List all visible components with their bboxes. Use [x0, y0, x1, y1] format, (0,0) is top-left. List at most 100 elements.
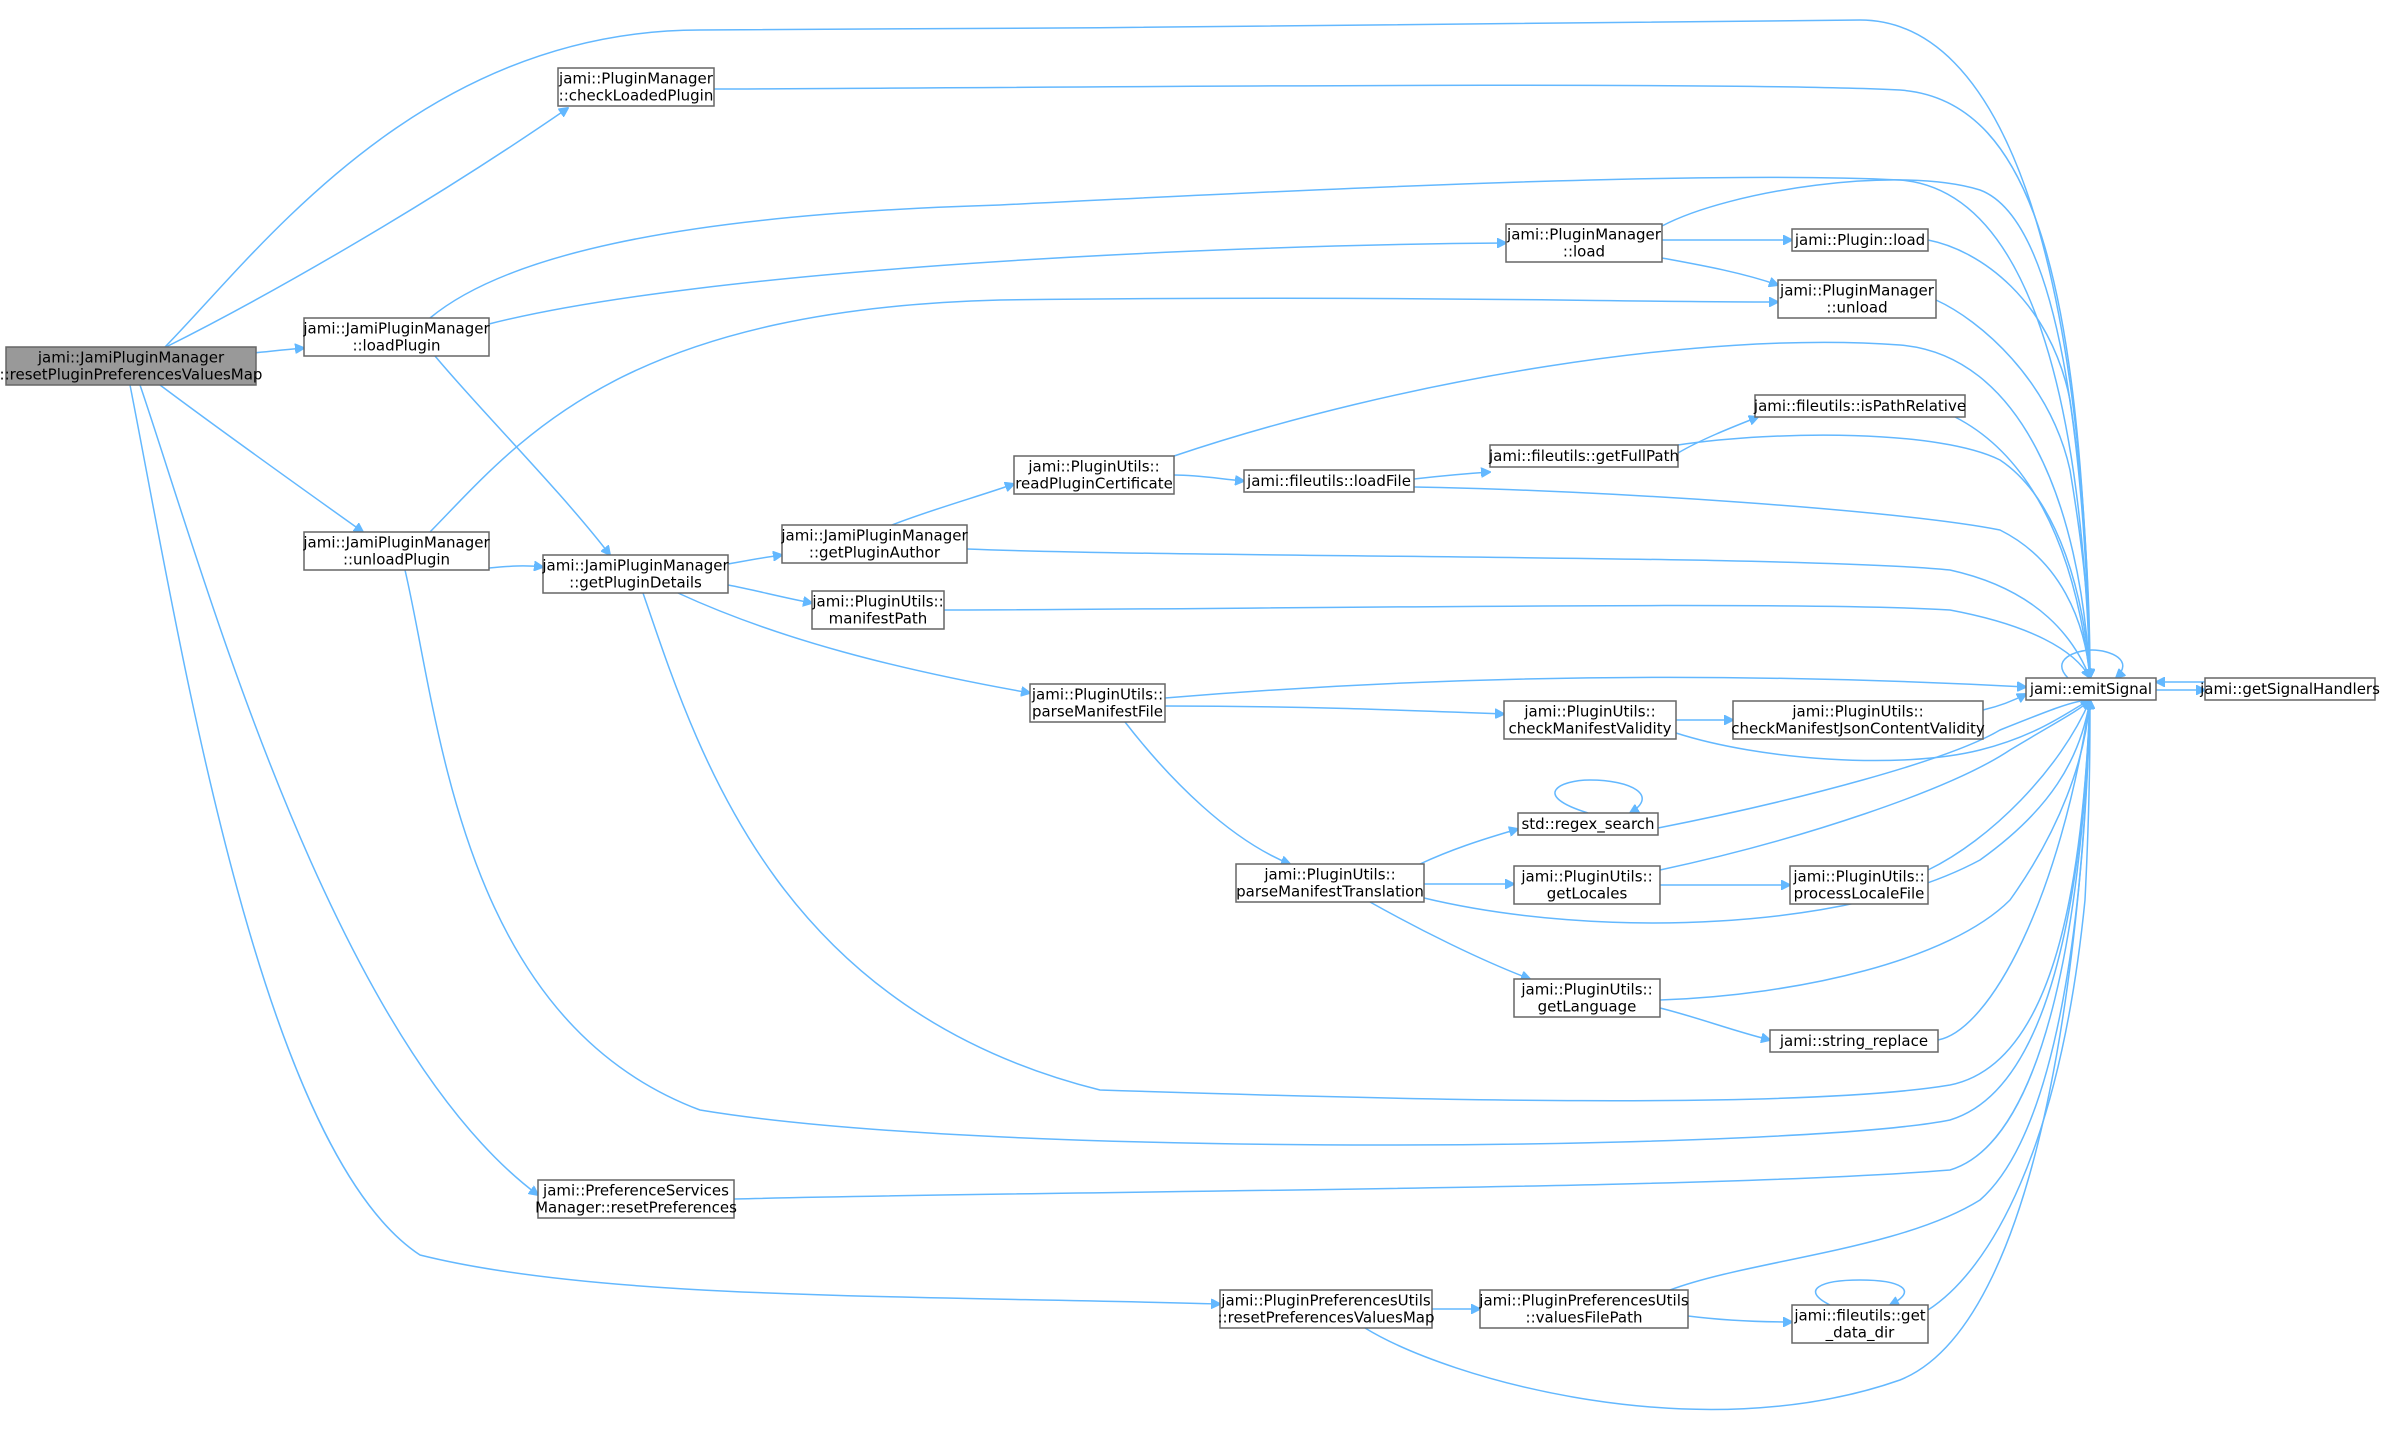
node-getAuthor[interactable]: jami::JamiPluginManager::getPluginAuthor [780, 524, 968, 564]
node-label-parseMan-1: parseManifestFile [1032, 703, 1163, 721]
node-isRel[interactable]: jami::fileutils::isPathRelative [1753, 394, 1966, 418]
edge-17 [891, 484, 1014, 526]
node-box-getDetails [542, 554, 729, 594]
node-box-ppuReset [1219, 1289, 1433, 1329]
edge-13 [727, 555, 782, 565]
node-manifestPath[interactable]: jami::PluginUtils::manifestPath [811, 590, 945, 630]
node-box-procLocale [1789, 865, 1929, 905]
node-pLoad[interactable]: jami::Plugin::load [1791, 228, 1929, 252]
node-pmLoad[interactable]: jami::PluginManager::load [1505, 223, 1663, 263]
node-box-handlers [2204, 677, 2376, 701]
node-label-ppuReset-0: jami::PluginPreferencesUtils [1220, 1292, 1431, 1310]
node-root[interactable]: jami::JamiPluginManager::resetPluginPref… [0, 346, 262, 386]
node-getDetails[interactable]: jami::JamiPluginManager::getPluginDetail… [541, 554, 729, 594]
nodes: jami::JamiPluginManager::resetPluginPref… [0, 67, 2380, 1344]
node-getLang[interactable]: jami::PluginUtils::getLanguage [1513, 978, 1661, 1018]
node-strRepl[interactable]: jami::string_replace [1769, 1029, 1939, 1053]
node-box-strRepl [1769, 1029, 1939, 1053]
node-getLocales[interactable]: jami::PluginUtils::getLocales [1513, 865, 1661, 905]
edge-55 [1927, 700, 2090, 1311]
node-label-prefReset-1: Manager::resetPreferences [535, 1199, 737, 1217]
node-label-parseMan-0: jami::PluginUtils:: [1031, 686, 1163, 704]
edge-40 [1369, 901, 1530, 979]
node-handlers[interactable]: jami::getSignalHandlers [2199, 677, 2380, 701]
node-ppuReset[interactable]: jami::PluginPreferencesUtils::resetPrefe… [1218, 1289, 1435, 1329]
node-checkLoaded[interactable]: jami::PluginManager::checkLoadedPlugin [557, 67, 715, 107]
node-unloadPlugin[interactable]: jami::JamiPluginManager::unloadPlugin [302, 531, 490, 571]
node-label-procLocale-0: jami::PluginUtils:: [1792, 868, 1924, 886]
node-label-getDetails-1: ::getPluginDetails [569, 574, 702, 592]
node-box-pLoad [1791, 228, 1929, 252]
node-box-parseTrans [1235, 863, 1425, 903]
edge-28 [1661, 257, 1778, 285]
edge-30 [1927, 239, 2090, 678]
node-label-getLocales-1: getLocales [1547, 885, 1628, 903]
node-loadFile[interactable]: jami::fileutils::loadFile [1243, 469, 1415, 493]
edge-16 [642, 592, 2090, 1102]
node-label-pmLoad-0: jami::PluginManager [1506, 226, 1662, 244]
node-label-pmUnload-0: jami::PluginManager [1779, 282, 1935, 300]
node-parseTrans[interactable]: jami::PluginUtils::parseManifestTranslat… [1235, 863, 1425, 903]
edge-53 [1687, 1315, 1792, 1322]
edge-5 [164, 19, 2090, 678]
edge-36 [1675, 700, 2090, 762]
edge-21 [1173, 341, 2090, 678]
node-pmUnload[interactable]: jami::PluginManager::unload [1777, 279, 1937, 319]
node-label-root-1: ::resetPluginPreferencesValuesMap [0, 366, 262, 384]
edge-57 [2061, 649, 2123, 678]
node-box-unloadPlugin [303, 531, 490, 571]
edge-25 [1677, 434, 2090, 678]
node-dataDir[interactable]: jami::fileutils::get_data_dir [1791, 1304, 1929, 1344]
node-regex[interactable]: std::regex_search [1517, 812, 1659, 836]
edge-3 [139, 384, 538, 1195]
node-box-root [5, 346, 257, 386]
edge-19 [943, 604, 2090, 678]
edge-48 [1659, 700, 2090, 1001]
edge-52 [1364, 700, 2090, 1411]
edge-37 [1982, 694, 2026, 711]
node-parseMan[interactable]: jami::PluginUtils::parseManifestFile [1029, 683, 1166, 723]
edge-23 [1413, 486, 2090, 678]
node-readCert[interactable]: jami::PluginUtils::readPluginCertificate [1013, 455, 1175, 495]
node-checkJson[interactable]: jami::PluginUtils::checkManifestJsonCont… [1731, 700, 1985, 740]
node-emit[interactable]: jami::emitSignal [2025, 677, 2157, 701]
edge-4 [129, 384, 1220, 1304]
edge-50 [733, 700, 2090, 1200]
node-label-pmLoad-1: ::load [1563, 243, 1605, 261]
node-label-manifestPath-1: manifestPath [829, 610, 928, 628]
node-label-parseTrans-0: jami::PluginUtils:: [1263, 866, 1395, 884]
node-label-getLang-0: jami::PluginUtils:: [1520, 981, 1652, 999]
edge-14 [727, 584, 812, 603]
node-box-prefReset [537, 1179, 735, 1219]
edge-15 [677, 592, 1030, 693]
edge-46 [1927, 700, 2090, 871]
node-fullPath[interactable]: jami::fileutils::getFullPath [1488, 444, 1679, 468]
node-label-readCert-0: jami::PluginUtils:: [1027, 458, 1159, 476]
edge-32 [1164, 676, 2026, 699]
node-prefReset[interactable]: jami::PreferenceServicesManager::resetPr… [535, 1179, 737, 1219]
node-label-root-0: jami::JamiPluginManager [37, 349, 225, 367]
node-label-handlers-0: jami::getSignalHandlers [2199, 680, 2380, 698]
node-procLocale[interactable]: jami::PluginUtils::processLocaleFile [1789, 865, 1929, 905]
node-label-checkLoaded-1: ::checkLoadedPlugin [559, 87, 714, 105]
node-box-loadPlugin [303, 317, 490, 357]
node-box-checkValid [1503, 700, 1677, 740]
node-label-dataDir-1: _data_dir [1825, 1324, 1895, 1343]
node-label-unloadPlugin-0: jami::JamiPluginManager [302, 534, 490, 552]
edge-38 [1419, 829, 1518, 865]
edge-42 [1554, 779, 1643, 813]
node-loadPlugin[interactable]: jami::JamiPluginManager::loadPlugin [302, 317, 490, 357]
edge-0 [165, 108, 568, 348]
node-checkValid[interactable]: jami::PluginUtils::checkManifestValidity [1503, 700, 1677, 740]
node-label-checkJson-1: checkManifestJsonContentValidity [1731, 720, 1985, 738]
edge-45 [1659, 700, 2090, 871]
edge-9 [434, 355, 610, 555]
node-label-emit-0: jami::emitSignal [2029, 680, 2152, 698]
node-valPath[interactable]: jami::PluginPreferencesUtils::valuesFile… [1478, 1289, 1689, 1329]
node-label-ppuReset-1: ::resetPreferencesValuesMap [1218, 1309, 1435, 1327]
node-label-getAuthor-1: ::getPluginAuthor [809, 544, 941, 562]
node-label-strRepl-0: jami::string_replace [1779, 1032, 1928, 1051]
node-box-emit [2025, 677, 2157, 701]
node-label-checkJson-0: jami::PluginUtils:: [1791, 703, 1923, 721]
node-label-loadPlugin-0: jami::JamiPluginManager [302, 320, 490, 338]
